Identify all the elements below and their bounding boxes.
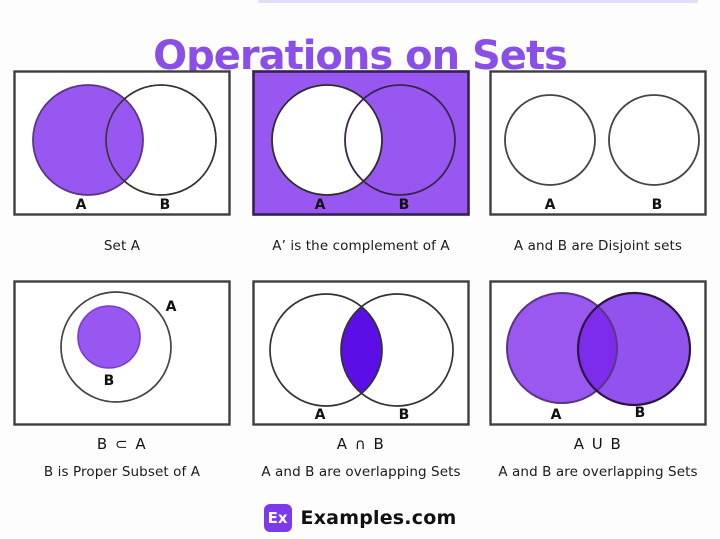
label-a: A	[76, 197, 87, 213]
caption-union: A and B are overlapping Sets	[498, 464, 698, 480]
top-crop-artifact	[258, 0, 698, 3]
examples-logo-icon: Ex	[263, 504, 292, 532]
label-a: A	[315, 407, 326, 423]
circle-a-filled	[32, 84, 144, 196]
label-b: B	[399, 197, 410, 213]
intersection-lens-filled	[341, 294, 382, 406]
venn-intersection-diagram: A B	[252, 280, 470, 426]
formula-union: A U B	[573, 435, 623, 453]
label-b: B	[652, 197, 663, 213]
label-b: B	[104, 373, 115, 389]
circle-a-outline	[506, 292, 618, 404]
panel-union: A B A U B A and B are overlapping Sets	[489, 280, 707, 480]
label-b: B	[635, 405, 646, 421]
venn-set-a-diagram: A B	[13, 70, 231, 216]
label-a: A	[315, 197, 326, 213]
caption-set-a: Set A	[103, 238, 141, 254]
caption-disjoint: A and B are Disjoint sets	[513, 238, 683, 254]
circle-b-outline	[576, 291, 692, 407]
site-name: Examples.com	[300, 507, 457, 529]
footer: Ex Examples.com	[0, 503, 720, 533]
panel-subset: A B B ⊂ A B is Proper Subset of A	[13, 280, 231, 480]
circle-a	[504, 94, 596, 186]
label-b: B	[399, 407, 410, 423]
venn-complement-diagram: A B	[252, 70, 470, 216]
formula-intersection: A ∩ B	[336, 435, 386, 453]
circle-b-inner-filled	[77, 305, 141, 369]
label-a: A	[545, 197, 556, 213]
panel-complement: A B A’ is the complement of A	[252, 70, 470, 254]
panel-intersection: A B A ∩ B A and B are overlapping Sets	[252, 280, 470, 480]
venn-subset-diagram: A B	[13, 280, 231, 426]
label-b: B	[160, 197, 171, 213]
venn-disjoint-diagram: A B	[489, 70, 707, 216]
panel-set-a: A B Set A	[13, 70, 231, 254]
circle-b-outline	[105, 84, 217, 196]
union-overlap-lens	[578, 293, 617, 403]
label-a: A	[551, 407, 562, 423]
caption-intersection: A and B are overlapping Sets	[261, 464, 461, 480]
circle-b-outline	[344, 84, 456, 196]
circle-b	[608, 94, 700, 186]
panel-disjoint: A B A and B are Disjoint sets	[489, 70, 707, 254]
circle-b-outline	[340, 293, 454, 407]
venn-union-diagram: A B	[489, 280, 707, 426]
caption-subset: B is Proper Subset of A	[43, 464, 201, 480]
circle-a-outline	[269, 293, 383, 407]
logo-text: Ex	[267, 509, 288, 527]
circle-a-white	[271, 84, 383, 196]
label-a: A	[166, 299, 177, 315]
formula-subset: B ⊂ A	[96, 435, 148, 453]
caption-complement: A’ is the complement of A	[272, 238, 450, 254]
